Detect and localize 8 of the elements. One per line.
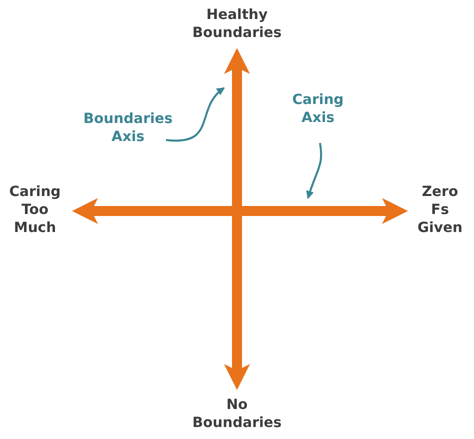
axis-label: Caring Axis	[286, 91, 350, 131]
leader-arrow	[166, 87, 225, 142]
axis-end-label: Caring Too Much	[8, 183, 62, 237]
axis-label: Boundaries Axis	[78, 110, 178, 150]
axis-end-label: Healthy Boundaries	[191, 6, 283, 42]
axis-end-label: Zero Fs Given	[416, 183, 464, 237]
leader-arrow	[306, 142, 322, 199]
axis-end-label: No Boundaries	[191, 396, 283, 432]
